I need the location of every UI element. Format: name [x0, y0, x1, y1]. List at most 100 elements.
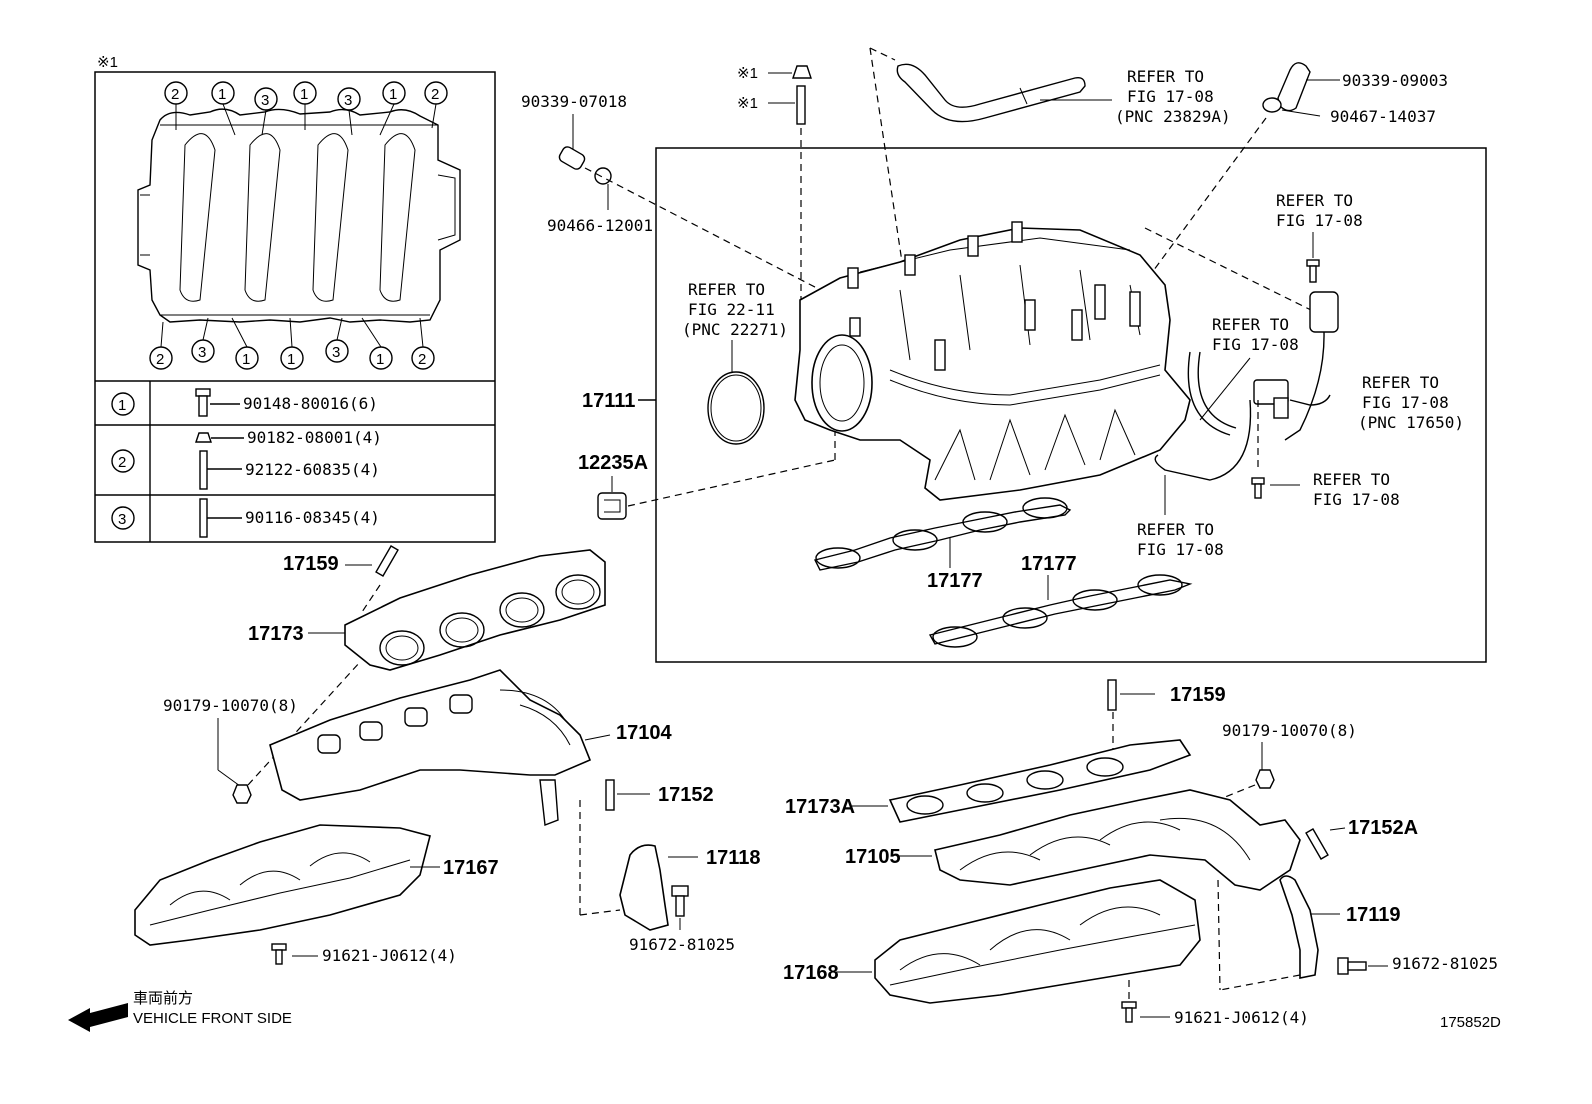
inset-legend: 1 90148-80016(6) 2 90182-08001(4) 92122-… [111, 388, 382, 538]
ref-note: REFER TO [1212, 315, 1289, 334]
part-number: 17119 [1346, 904, 1401, 926]
part-label: 91672-81025 [629, 935, 735, 954]
ref-note: FIG 17-08 [1137, 540, 1224, 559]
right-sensor-group: REFER TO FIG 17-08 REFER TO FIG 17-08 RE… [1137, 191, 1464, 559]
intake-gaskets: 17177 17177 [813, 497, 1193, 648]
inset-callout: 1 [389, 86, 397, 103]
orientation-indicator: 車両前方 VEHICLE FRONT SIDE [68, 990, 292, 1032]
ref-note: FIG 22-11 [688, 300, 775, 319]
part-label: 90339-09003 [1342, 71, 1448, 90]
inset-callout: 2 [431, 86, 439, 103]
legend-key: 1 [118, 397, 126, 414]
stud [1305, 828, 1329, 860]
bracket-17118 [619, 844, 669, 931]
legend-key: 2 [118, 454, 126, 471]
inset-callout: 2 [156, 351, 164, 368]
stud-icon [199, 498, 208, 538]
stud [1107, 679, 1117, 711]
exhaust-gasket-17173A [888, 739, 1192, 823]
hose-clamp [1262, 97, 1282, 113]
inset-callout: 3 [198, 344, 206, 361]
stud [375, 545, 399, 577]
inset-callout: 1 [300, 86, 308, 103]
direction-label-jp: 車両前方 [133, 990, 193, 1007]
part-number: 17177 [1021, 553, 1077, 575]
top-right-hose-group: 90339-09003 90467-14037 [1144, 62, 1448, 313]
legend-part: 90148-80016(6) [243, 394, 378, 413]
hose-piece [1277, 62, 1311, 112]
ref-note: FIG 17-08 [1276, 211, 1363, 230]
ref-note: REFER TO [1127, 67, 1204, 86]
stud-and-nut-group: ※1 ※1 [737, 65, 812, 400]
bolt-icon [195, 388, 211, 417]
ref-note: FIG 17-08 [1313, 490, 1400, 509]
part-number: 17152 [658, 784, 714, 806]
ref-note: FIG 17-08 [1362, 393, 1449, 412]
left-exhaust-group: 17159 17173 90179-10070(8) 17104 17152 [134, 545, 761, 965]
nut [232, 784, 252, 804]
part-label: 90179-10070(8) [1222, 721, 1357, 740]
intake-manifold [794, 221, 1191, 501]
part-label: 91621-J0612(4) [1174, 1008, 1309, 1027]
inset-callout: 1 [242, 351, 250, 368]
ref-note: (PNC 17650) [1358, 413, 1464, 432]
exhaust-manifold-17105 [934, 789, 1301, 891]
front-arrow-icon [68, 1003, 128, 1032]
part-label: 90467-14037 [1330, 107, 1436, 126]
ref-note: REFER TO [1137, 520, 1214, 539]
intake-assembly-frame [655, 147, 1487, 663]
hose-piece [558, 146, 586, 170]
stud [605, 779, 615, 811]
nut [792, 65, 812, 79]
inset-callout: 1 [376, 351, 384, 368]
inset-callout: 2 [418, 351, 426, 368]
inset-callout: 1 [218, 86, 226, 103]
part-label: 90339-07018 [521, 92, 627, 111]
part-number: 17177 [927, 570, 983, 592]
note-mark: ※1 [97, 54, 118, 71]
heat-insulator-17168 [874, 879, 1201, 1004]
inset-frame [94, 71, 496, 543]
direction-label-en: VEHICLE FRONT SIDE [133, 1010, 292, 1027]
exhaust-manifold-17104 [269, 669, 592, 801]
nut-icon [195, 432, 212, 443]
part-number: 17167 [443, 857, 499, 879]
part-label: 90179-10070(8) [163, 696, 298, 715]
hose-clamp [594, 167, 612, 185]
ref-note: (PNC 22271) [682, 320, 788, 339]
part-number: 17173A [785, 796, 855, 818]
bracket-17119 [1279, 875, 1319, 979]
exhaust-gasket [344, 549, 606, 671]
part-number: 17105 [845, 846, 901, 868]
part-number: 17118 [706, 847, 761, 869]
part-number: 17159 [1170, 684, 1226, 706]
stud-icon [199, 450, 208, 490]
diagram-id: 175852D [1440, 1014, 1501, 1031]
part-number: 17159 [283, 553, 339, 575]
fastener-inset: ※1 2 1 3 1 3 1 2 2 [94, 54, 496, 543]
manifold-callouts: 17111 12235A [578, 390, 836, 520]
inset-top-callouts: 2 1 3 1 3 1 2 [164, 81, 448, 136]
legend-part: 90116-08345(4) [245, 508, 380, 527]
sensor [1309, 291, 1339, 333]
ref-note: FIG 17-08 [1127, 87, 1214, 106]
grommet [597, 492, 627, 520]
note-mark: ※1 [737, 95, 758, 112]
inset-manifold-drawing [137, 108, 461, 323]
part-number: 17173 [248, 623, 304, 645]
legend-key: 3 [118, 511, 126, 528]
ref-note: REFER TO [688, 280, 765, 299]
ref-note: (PNC 23829A) [1115, 107, 1231, 126]
nut [1255, 769, 1275, 789]
legend-part: 90182-08001(4) [247, 428, 382, 447]
part-number: 17104 [616, 722, 672, 744]
inset-callout: 3 [261, 92, 269, 109]
ref-note: REFER TO [1362, 373, 1439, 392]
part-number: 17152A [1348, 817, 1418, 839]
part-label: 91621-J0612(4) [322, 946, 457, 965]
ref-note: REFER TO [1276, 191, 1353, 210]
throttle-gasket-group: REFER TO FIG 22-11 (PNC 22271) [682, 280, 788, 445]
pcv-hose: REFER TO FIG 17-08 (PNC 23829A) [869, 47, 1231, 263]
